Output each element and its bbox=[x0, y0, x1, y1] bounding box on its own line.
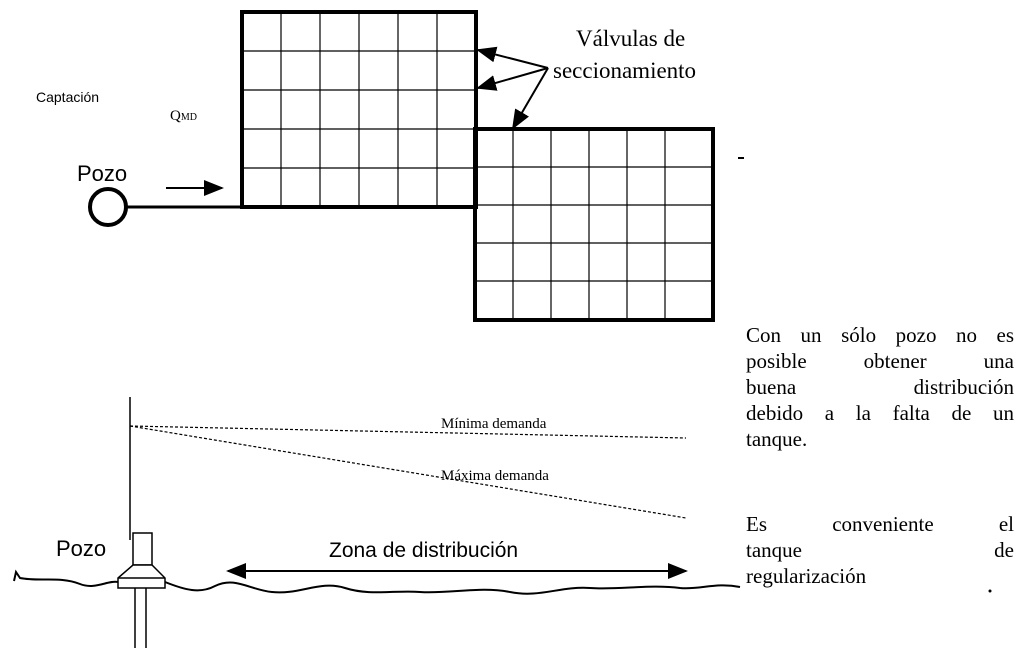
captacion-label: Captación bbox=[36, 89, 99, 105]
min-demand-line bbox=[129, 425, 687, 439]
note-line: posible obtener una bbox=[746, 349, 1014, 373]
note-paragraph-1: Con un sólo pozo no es posible obtener u… bbox=[746, 322, 1014, 452]
max-demand-label: Máxima demanda bbox=[441, 468, 549, 484]
ground-line bbox=[13, 569, 741, 595]
note-line: Es conveniente el bbox=[746, 512, 1014, 536]
note-line: debido a la falta de un bbox=[746, 401, 1014, 425]
note-line: buena distribución bbox=[746, 375, 1014, 399]
note-line: regularización bbox=[746, 564, 867, 588]
upper-grid-block bbox=[240, 10, 478, 209]
distribution-zone-label: Zona de distribución bbox=[329, 539, 518, 562]
valves-label-line1: Válvulas de bbox=[576, 26, 685, 51]
well-circle bbox=[88, 187, 128, 227]
top-well-label: Pozo bbox=[77, 161, 127, 186]
note-line: Con un sólo pozo no es bbox=[746, 323, 1014, 347]
flow-rate-label: QMD bbox=[170, 108, 197, 124]
max-demand-line bbox=[129, 425, 687, 519]
stray-dot bbox=[988, 589, 992, 593]
lower-grid-block bbox=[473, 127, 715, 322]
min-demand-label: Mínima demanda bbox=[441, 416, 547, 432]
valve-pointer-arrows bbox=[476, 46, 549, 130]
valves-label-line2: seccionamiento bbox=[553, 58, 696, 83]
well-structure bbox=[117, 532, 166, 648]
note-line: tanque de bbox=[746, 538, 1014, 562]
note-paragraph-2: Es conveniente el tanque de regularizaci… bbox=[746, 511, 1014, 589]
note-line: tanque. bbox=[746, 427, 808, 451]
bottom-well-label: Pozo bbox=[56, 536, 106, 561]
